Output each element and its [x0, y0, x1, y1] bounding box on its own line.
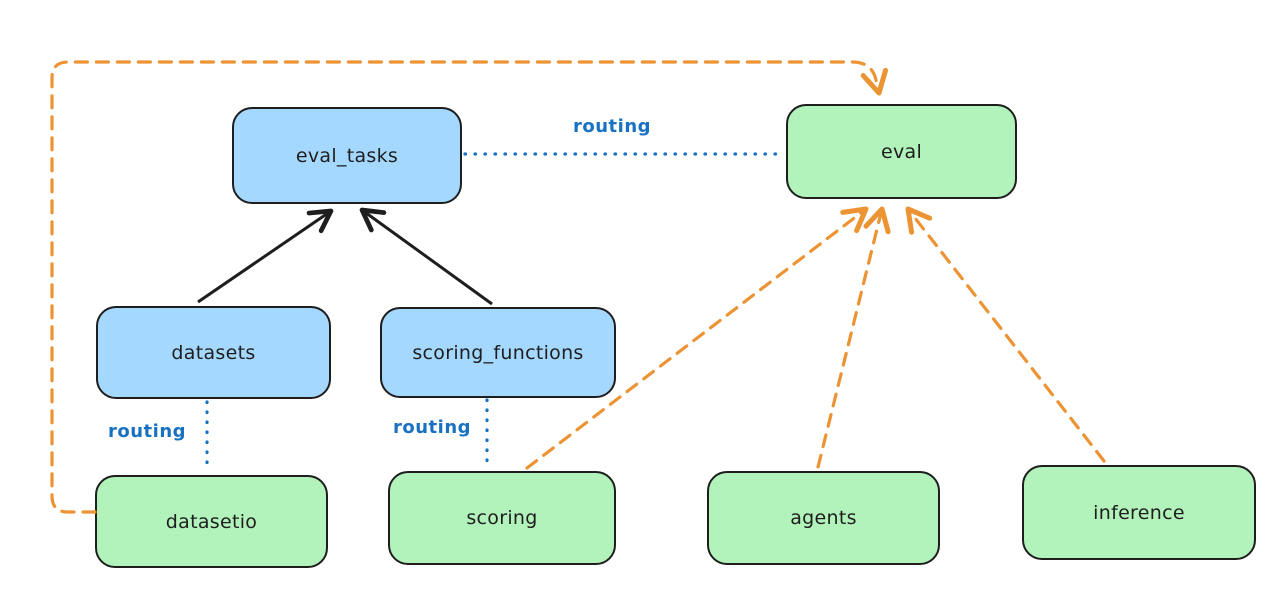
node-eval-label: eval	[880, 140, 923, 163]
node-datasets-label: datasets	[171, 341, 256, 364]
node-eval: eval	[786, 104, 1017, 199]
node-inference-label: inference	[1093, 501, 1185, 524]
node-agents-label: agents	[790, 507, 857, 529]
edge-datasetio-to-eval	[50, 60, 889, 514]
edge-inference-to-eval	[905, 206, 1106, 463]
node-scoring: scoring	[388, 471, 616, 565]
edge-scoring-functions-to-eval-tasks	[359, 207, 493, 306]
node-scoring-label: scoring	[466, 507, 538, 529]
node-eval-tasks-label: eval_tasks	[295, 144, 399, 167]
edge-label-routing-scoring-functions-to-scoring: routing	[392, 417, 472, 438]
node-agents: agents	[707, 471, 940, 565]
node-datasetio-label: datasetio	[165, 510, 258, 533]
node-scoring-functions-label: scoring_functions	[412, 341, 584, 364]
node-datasets: datasets	[96, 306, 331, 399]
edge-label-routing-datasets-to-datasetio: routing	[107, 421, 187, 442]
node-scoring-functions: scoring_functions	[380, 307, 616, 398]
edge-datasets-to-eval-tasks	[197, 208, 334, 304]
node-eval-tasks: eval_tasks	[232, 107, 462, 204]
edge-label-routing-eval-tasks-to-eval: routing	[572, 116, 652, 137]
node-inference: inference	[1022, 465, 1256, 560]
node-datasetio: datasetio	[95, 475, 328, 568]
edge-agents-to-eval	[816, 206, 891, 469]
